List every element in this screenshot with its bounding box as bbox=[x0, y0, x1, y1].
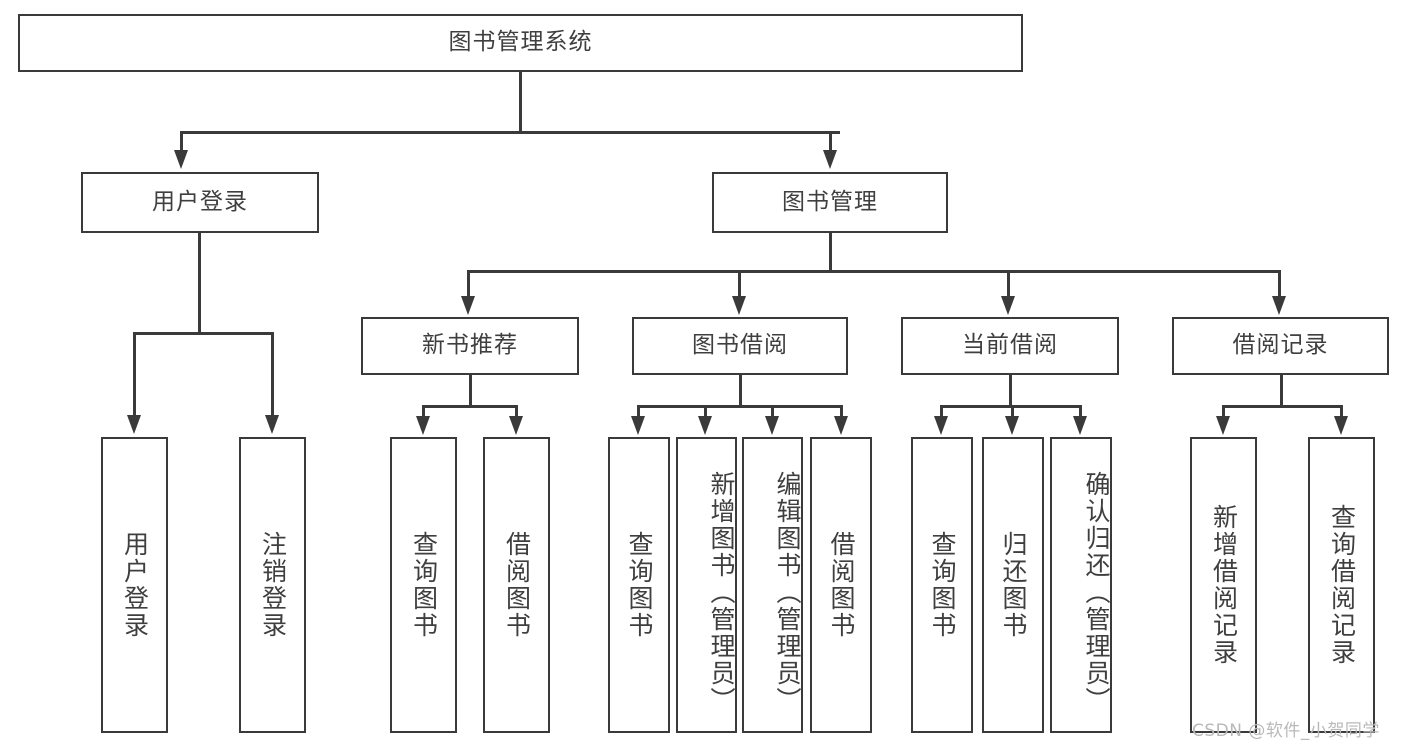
node-new-book-recommendation[interactable]: 新书推荐 bbox=[361, 317, 579, 375]
arrowhead-recommend-to-leaf-0 bbox=[416, 416, 430, 435]
node-label: 图书借阅 bbox=[692, 332, 788, 359]
node-label: 编辑图书（管理员） bbox=[773, 470, 802, 714]
node-label: 归还图书 bbox=[999, 531, 1028, 639]
connector-bookmgmt-to-l3-1 bbox=[738, 270, 741, 297]
arrowhead-current-to-leaf-1 bbox=[1005, 416, 1019, 435]
connector-recommend-to-leaf-0 bbox=[422, 405, 425, 417]
node-label: 用户登录 bbox=[120, 531, 150, 639]
node-label: 新增图书（管理员） bbox=[707, 470, 736, 714]
node-label: 借阅图书 bbox=[827, 531, 856, 639]
node-label: 借阅记录 bbox=[1232, 332, 1329, 359]
node-leaf-add-borrow-record[interactable]: 新增借阅记录 bbox=[1190, 437, 1257, 733]
arrowhead-root-to-bookmgmt bbox=[823, 150, 837, 169]
node-leaf-confirm-return-admin[interactable]: 确认归还（管理员） bbox=[1050, 437, 1112, 733]
connector-current-stem bbox=[1009, 375, 1012, 407]
node-leaf-borrow-books[interactable]: 借阅图书 bbox=[810, 437, 872, 733]
node-leaf-edit-book-admin[interactable]: 编辑图书（管理员） bbox=[742, 437, 803, 733]
node-label: 查询借阅记录 bbox=[1327, 504, 1357, 666]
arrowhead-borrow-to-leaf-2 bbox=[765, 416, 779, 435]
node-book-borrow[interactable]: 图书借阅 bbox=[632, 317, 848, 375]
connector-borrow-split-bar bbox=[637, 405, 843, 408]
node-label: 新书推荐 bbox=[422, 332, 518, 359]
node-label: 图书管理 bbox=[782, 188, 878, 215]
connector-bookmgmt-to-l3-2 bbox=[1007, 270, 1010, 297]
connector-recommend-stem bbox=[469, 375, 472, 407]
node-book-management[interactable]: 图书管理 bbox=[712, 172, 948, 233]
arrowhead-borrow-to-leaf-1 bbox=[698, 416, 712, 435]
arrowhead-bookmgmt-to-l3-3 bbox=[1272, 296, 1286, 315]
connector-bookmgmt-stem bbox=[829, 232, 832, 272]
connector-records-to-leaf-0 bbox=[1222, 405, 1225, 417]
connector-records-to-leaf-1 bbox=[1340, 405, 1343, 417]
connector-borrow-to-leaf-0 bbox=[637, 405, 640, 417]
node-label: 查询图书 bbox=[625, 531, 654, 639]
arrowhead-bookmgmt-to-l3-0 bbox=[461, 296, 475, 315]
node-leaf-logout[interactable]: 注销登录 bbox=[239, 437, 306, 733]
arrowhead-borrow-to-leaf-0 bbox=[631, 416, 645, 435]
connector-root-stem bbox=[519, 72, 522, 133]
node-borrow-records[interactable]: 借阅记录 bbox=[1172, 317, 1389, 375]
connector-borrow-to-leaf-3 bbox=[840, 405, 843, 417]
arrowhead-current-to-leaf-0 bbox=[934, 416, 948, 435]
arrowhead-login-to-leaf-1 bbox=[265, 415, 279, 434]
node-label: 借阅图书 bbox=[502, 531, 532, 639]
connector-records-stem bbox=[1280, 375, 1283, 407]
connector-current-to-leaf-0 bbox=[940, 405, 943, 417]
arrowhead-current-to-leaf-2 bbox=[1073, 416, 1087, 435]
node-label: 注销登录 bbox=[258, 531, 288, 639]
connector-login-stem bbox=[198, 233, 201, 334]
connector-login-to-leaf-1 bbox=[271, 332, 274, 416]
node-root-system[interactable]: 图书管理系统 bbox=[18, 14, 1023, 72]
arrowhead-root-to-login bbox=[174, 150, 188, 169]
connector-records-split-bar bbox=[1222, 405, 1342, 408]
node-leaf-query-books-borrow[interactable]: 查询图书 bbox=[608, 437, 670, 733]
node-leaf-query-books-recommend[interactable]: 查询图书 bbox=[390, 437, 457, 733]
node-leaf-query-borrow-record[interactable]: 查询借阅记录 bbox=[1308, 437, 1375, 733]
connector-bookmgmt-split-bar bbox=[467, 270, 1280, 273]
node-leaf-user-login[interactable]: 用户登录 bbox=[101, 437, 168, 733]
connector-borrow-to-leaf-2 bbox=[771, 405, 774, 417]
arrowhead-bookmgmt-to-l3-2 bbox=[1001, 296, 1015, 315]
node-leaf-return-books[interactable]: 归还图书 bbox=[982, 437, 1044, 733]
node-leaf-borrow-books-recommend[interactable]: 借阅图书 bbox=[483, 437, 550, 733]
connector-current-to-leaf-1 bbox=[1011, 405, 1014, 417]
arrowhead-borrow-to-leaf-3 bbox=[834, 416, 848, 435]
node-leaf-query-books-current[interactable]: 查询图书 bbox=[911, 437, 973, 733]
connector-borrow-stem bbox=[739, 375, 742, 407]
arrowhead-records-to-leaf-1 bbox=[1334, 416, 1348, 435]
node-leaf-add-book-admin[interactable]: 新增图书（管理员） bbox=[676, 437, 737, 733]
connector-root-to-login bbox=[180, 131, 183, 151]
connector-borrow-to-leaf-1 bbox=[704, 405, 707, 417]
arrowhead-bookmgmt-to-l3-1 bbox=[732, 296, 746, 315]
node-user-login[interactable]: 用户登录 bbox=[81, 172, 319, 233]
node-label: 新增借阅记录 bbox=[1209, 504, 1239, 666]
node-label: 查询图书 bbox=[409, 531, 439, 639]
node-current-borrow[interactable]: 当前借阅 bbox=[901, 317, 1119, 375]
node-label: 图书管理系统 bbox=[448, 29, 593, 56]
connector-current-to-leaf-2 bbox=[1079, 405, 1082, 417]
arrowhead-recommend-to-leaf-1 bbox=[509, 416, 523, 435]
node-label: 当前借阅 bbox=[962, 332, 1058, 359]
connector-root-to-bookmgmt bbox=[829, 131, 832, 151]
connector-root-split-bar bbox=[180, 131, 840, 134]
connector-recommend-split-bar bbox=[422, 405, 517, 408]
arrowhead-login-to-leaf-0 bbox=[127, 415, 141, 434]
connector-bookmgmt-to-l3-3 bbox=[1278, 270, 1281, 297]
arrowhead-records-to-leaf-0 bbox=[1216, 416, 1230, 435]
node-label: 查询图书 bbox=[928, 531, 957, 639]
connector-login-split-bar bbox=[133, 332, 273, 335]
connector-recommend-to-leaf-1 bbox=[515, 405, 518, 417]
node-label: 用户登录 bbox=[152, 188, 248, 215]
node-label: 确认归还（管理员） bbox=[1082, 470, 1111, 714]
connector-login-to-leaf-0 bbox=[133, 332, 136, 416]
csdn-watermark: CSDN @软件_小贺同学 bbox=[1192, 721, 1380, 741]
connector-bookmgmt-to-l3-0 bbox=[467, 270, 470, 297]
